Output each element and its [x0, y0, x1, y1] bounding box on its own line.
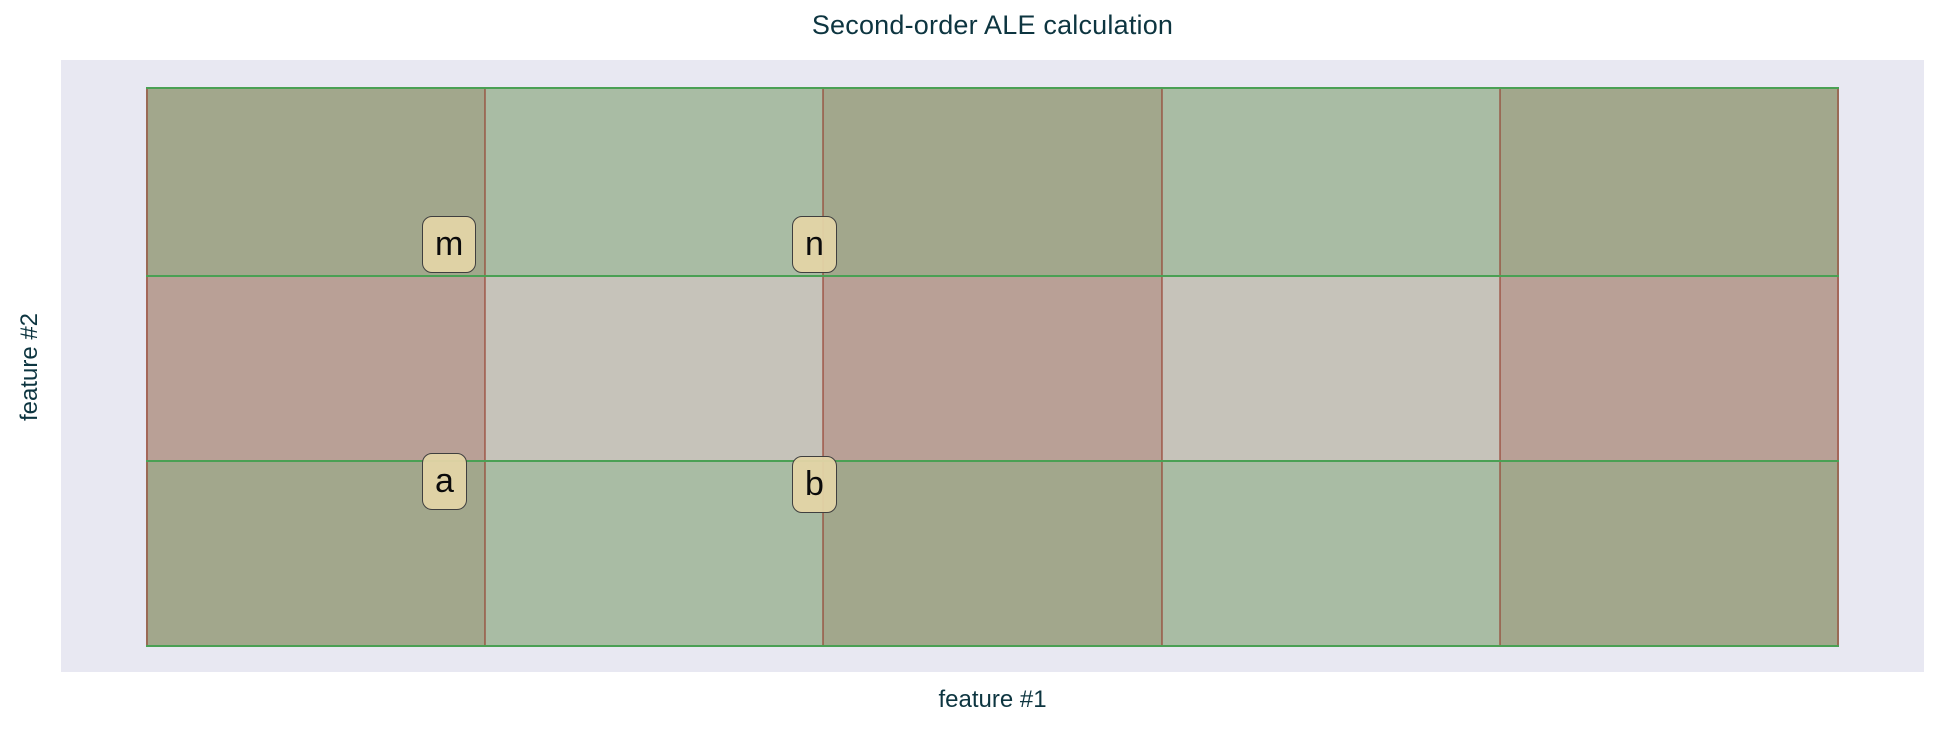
- grid-cell: [484, 276, 824, 461]
- grid-vline-right-edge: [1837, 87, 1839, 647]
- grid-cell: [1500, 276, 1839, 461]
- grid-cell: [823, 87, 1162, 276]
- annotation-label-a: a: [422, 453, 467, 511]
- grid-cell: [1161, 461, 1501, 647]
- ale-grid: m n a b: [146, 87, 1839, 647]
- grid-cell: [823, 276, 1162, 461]
- grid-cell: [1500, 461, 1839, 647]
- grid-vline-3: [1160, 87, 1163, 647]
- grid-cell: [823, 461, 1162, 647]
- y-axis-label: feature #2: [16, 312, 43, 422]
- grid-hline-bottom-edge: [146, 645, 1839, 647]
- annotation-label-b: b: [792, 456, 837, 514]
- grid-vline-2: [822, 87, 825, 647]
- ale-grid-cells: [146, 87, 1839, 647]
- grid-hline-top-edge: [146, 87, 1839, 89]
- grid-vline-4: [1499, 87, 1502, 647]
- grid-cell: [1500, 87, 1839, 276]
- grid-cell: [484, 87, 824, 276]
- grid-hline-row-boundary-1: [146, 275, 1839, 277]
- grid-cell: [1161, 87, 1501, 276]
- grid-cell: [146, 276, 485, 461]
- chart-title: Second-order ALE calculation: [811, 10, 1174, 40]
- grid-vline-left-edge: [146, 87, 148, 647]
- annotation-label-m: m: [422, 216, 477, 274]
- annotation-label-n: n: [792, 216, 837, 274]
- x-axis-label: feature #1: [938, 686, 1047, 713]
- grid-vline-1: [483, 87, 486, 647]
- grid-cell: [484, 461, 824, 647]
- grid-hline-row-boundary-2: [146, 460, 1839, 462]
- grid-cell: [1161, 276, 1501, 461]
